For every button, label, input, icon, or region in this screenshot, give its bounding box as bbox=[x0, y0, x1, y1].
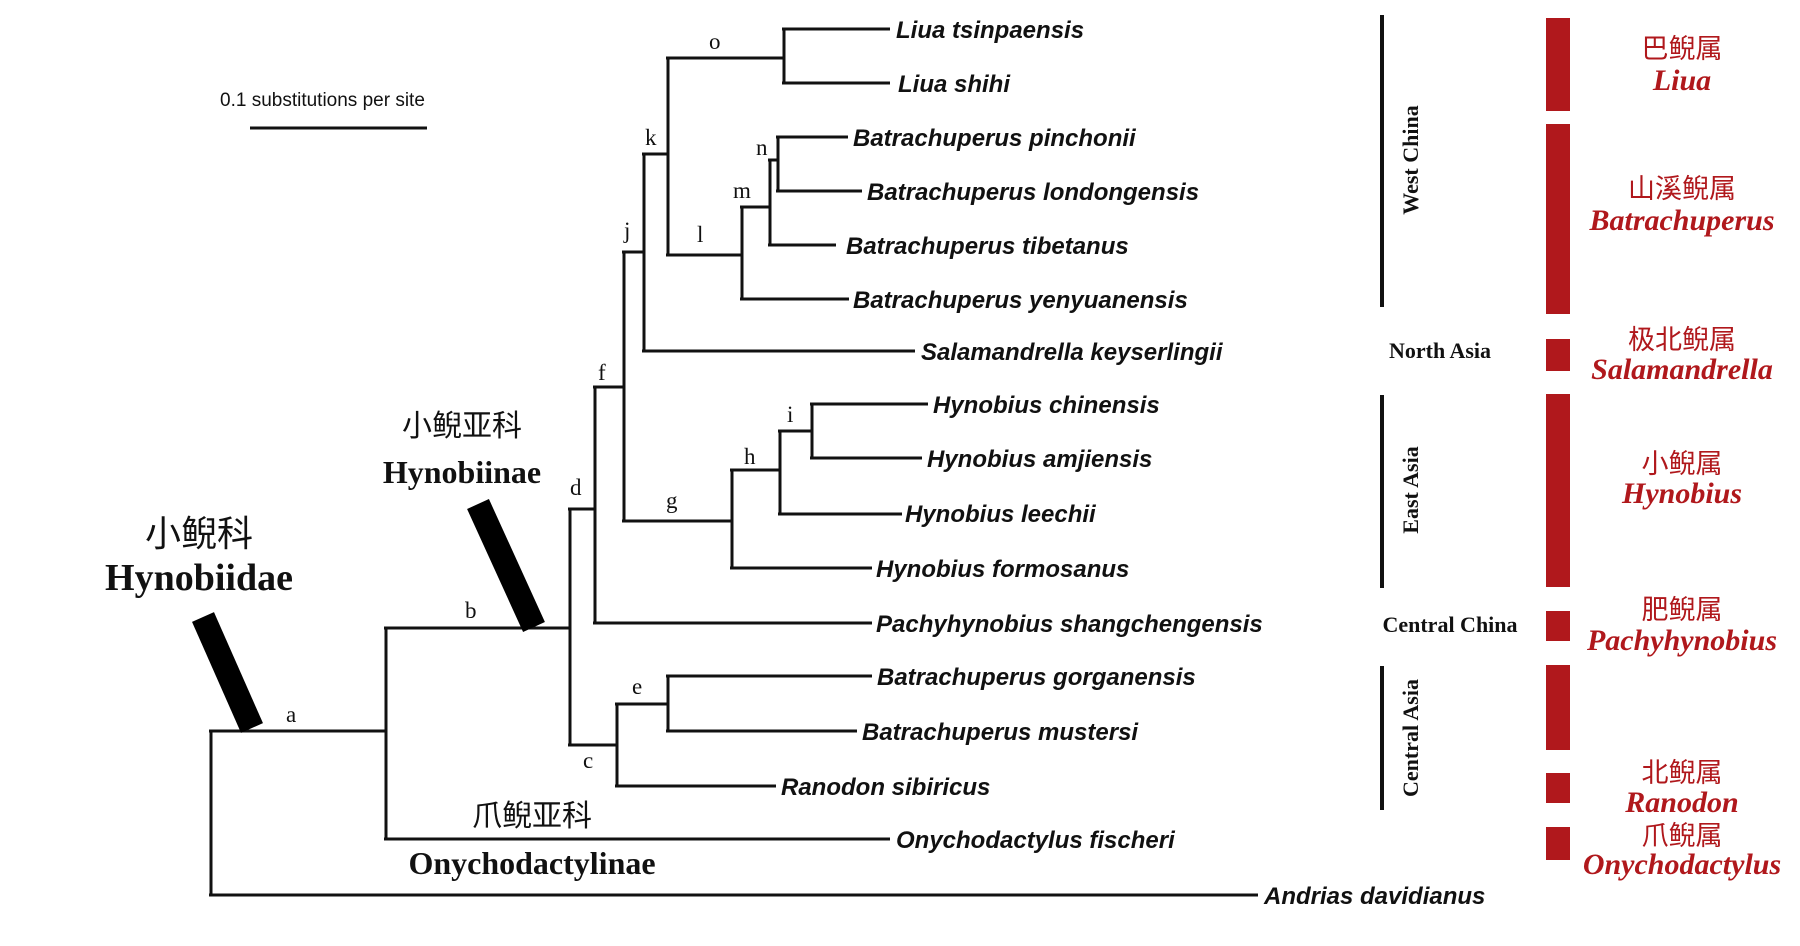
node-label: g bbox=[666, 488, 678, 513]
subfamily-label-cn: 小鲵亚科 bbox=[402, 409, 522, 444]
region-label: Central Asia bbox=[1398, 679, 1423, 797]
genus-bar bbox=[1546, 394, 1570, 587]
genus-label-cn: 极北鲵属 bbox=[1628, 325, 1736, 356]
node-label: f bbox=[598, 360, 606, 385]
genus-bar bbox=[1546, 18, 1570, 111]
taxon-label: Pachyhynobius shangchengensis bbox=[876, 611, 1263, 638]
taxon-label: Batrachuperus pinchonii bbox=[853, 125, 1137, 152]
node-label: n bbox=[756, 135, 768, 160]
taxon-label: Hynobius formosanus bbox=[876, 556, 1129, 583]
taxon-label: Hynobius amjiensis bbox=[927, 446, 1152, 473]
genus-label-latin: Liua bbox=[1652, 64, 1711, 97]
node-label: m bbox=[733, 178, 751, 203]
subfamily-label-latin: Onychodactylinae bbox=[408, 845, 655, 881]
taxon-label: Onychodactylus fischeri bbox=[896, 827, 1176, 854]
genus-bar bbox=[1546, 665, 1570, 750]
region-label: Central China bbox=[1382, 612, 1517, 637]
region-label: East Asia bbox=[1398, 446, 1423, 533]
taxon-label: Liua shihi bbox=[898, 71, 1011, 98]
subfamily-label-cn: 爪鲵亚科 bbox=[472, 799, 592, 834]
taxon-label: Ranodon sibiricus bbox=[781, 774, 990, 801]
node-label: h bbox=[744, 444, 756, 469]
genus-label-latin: Batrachuperus bbox=[1588, 204, 1774, 237]
genus-labels: 巴鲵属 Liua 山溪鲵属 Batrachuperus 极北鲵属 Salaman… bbox=[1583, 34, 1781, 881]
node-label: k bbox=[645, 125, 657, 150]
taxon-label: Batrachuperus tibetanus bbox=[846, 233, 1129, 260]
region-label: West China bbox=[1398, 105, 1423, 214]
genus-label-cn: 北鲵属 bbox=[1642, 758, 1723, 789]
region-labels: West China North Asia East Asia Central … bbox=[1380, 15, 1518, 810]
node-label: j bbox=[623, 218, 630, 243]
genus-label-latin: Pachyhynobius bbox=[1586, 624, 1777, 657]
node-label: a bbox=[286, 702, 296, 727]
genus-bar bbox=[1546, 611, 1570, 641]
taxon-label: Liua tsinpaensis bbox=[896, 17, 1084, 44]
family-label-latin: Hynobiidae bbox=[105, 557, 293, 599]
node-labels: a b c d e f g h i j k l m n o bbox=[286, 29, 793, 773]
scale-bar-label: 0.1 substitutions per site bbox=[220, 90, 425, 111]
genus-label-cn: 山溪鲵属 bbox=[1628, 174, 1736, 205]
genus-label-cn: 肥鲵属 bbox=[1642, 595, 1723, 626]
genus-label-cn: 小鲵属 bbox=[1642, 449, 1723, 480]
subfamily-label-latin: Hynobiinae bbox=[383, 454, 541, 490]
node-label: l bbox=[697, 222, 703, 247]
tree-branches bbox=[209, 27, 1258, 897]
node-label: d bbox=[570, 475, 582, 500]
genus-label-cn: 爪鲵属 bbox=[1642, 821, 1723, 852]
genus-label-latin: Ranodon bbox=[1624, 786, 1738, 819]
node-label: c bbox=[583, 748, 593, 773]
genus-bar bbox=[1546, 339, 1570, 371]
node-label: e bbox=[632, 674, 642, 699]
region-label: North Asia bbox=[1389, 338, 1491, 363]
family-marker-bar bbox=[192, 612, 263, 733]
node-label: b bbox=[465, 598, 477, 623]
family-label-cn: 小鲵科 bbox=[145, 514, 253, 555]
genus-label-latin: Hynobius bbox=[1621, 477, 1742, 510]
genus-bar bbox=[1546, 124, 1570, 314]
taxon-label: Hynobius leechii bbox=[905, 501, 1097, 528]
genus-label-latin: Salamandrella bbox=[1591, 353, 1773, 386]
hynobiinae-marker-bar bbox=[467, 499, 545, 632]
taxon-label: Hynobius chinensis bbox=[933, 392, 1160, 419]
genus-bars bbox=[1546, 18, 1570, 860]
taxon-labels: Liua tsinpaensis Liua shihi Batrachuperu… bbox=[781, 17, 1485, 910]
taxon-label: Andrias davidianus bbox=[1263, 883, 1485, 910]
taxon-label: Batrachuperus yenyuanensis bbox=[853, 287, 1188, 314]
node-label: o bbox=[709, 29, 721, 54]
genus-label-latin: Onychodactylus bbox=[1583, 848, 1781, 881]
taxon-label: Batrachuperus mustersi bbox=[862, 719, 1139, 746]
taxon-label: Batrachuperus gorganensis bbox=[877, 664, 1196, 691]
taxon-label: Salamandrella keyserlingii bbox=[921, 339, 1224, 366]
genus-bar bbox=[1546, 773, 1570, 803]
genus-bar bbox=[1546, 827, 1570, 860]
taxon-label: Batrachuperus londongensis bbox=[867, 179, 1199, 206]
node-label: i bbox=[787, 402, 793, 427]
genus-label-cn: 巴鲵属 bbox=[1642, 34, 1723, 65]
